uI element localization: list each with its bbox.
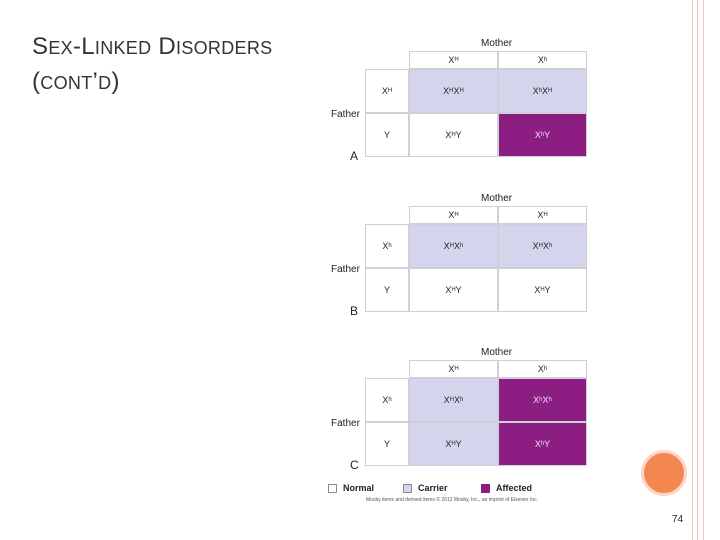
legend-normal: Normal [328, 483, 374, 493]
father-allele-header: Y [365, 422, 409, 466]
legend-carrier: Carrier [403, 483, 448, 493]
father-label: Father [331, 418, 360, 429]
panel-label: C [350, 458, 359, 472]
panel-label: A [350, 149, 359, 163]
legend-affected-swatch [481, 483, 490, 493]
page-number: 74 [672, 514, 684, 525]
father-allele-header: Y [365, 113, 409, 157]
father-allele-header: Y [365, 268, 409, 312]
father-label: Father [331, 264, 360, 275]
slide-title-line2: (CONT’D) [32, 68, 120, 95]
legend-affected-label: Affected [496, 483, 533, 493]
mother-label: Mother [481, 38, 513, 49]
legend-carrier-label: Carrier [418, 483, 448, 493]
father-label: Father [331, 109, 360, 120]
figure-credit: Mosby items and derived items © 2012 Mos… [366, 497, 538, 503]
panel-label: B [350, 304, 359, 318]
slide-title: SEX-LINKED DISORDERS (CONT’D) [32, 30, 272, 100]
decorative-orange-circle [641, 450, 687, 496]
legend-normal-label: Normal [343, 483, 375, 493]
legend-normal-swatch [328, 483, 337, 493]
decorative-border-line [692, 0, 693, 540]
decorative-border-line [703, 0, 704, 540]
mother-label: Mother [481, 347, 513, 358]
decorative-border-line [697, 0, 698, 540]
mother-label: Mother [481, 193, 513, 204]
legend-carrier-swatch [403, 483, 412, 493]
legend-affected: Affected [481, 483, 532, 493]
slide-title-line1: SEX-LINKED DISORDERS [32, 33, 273, 60]
